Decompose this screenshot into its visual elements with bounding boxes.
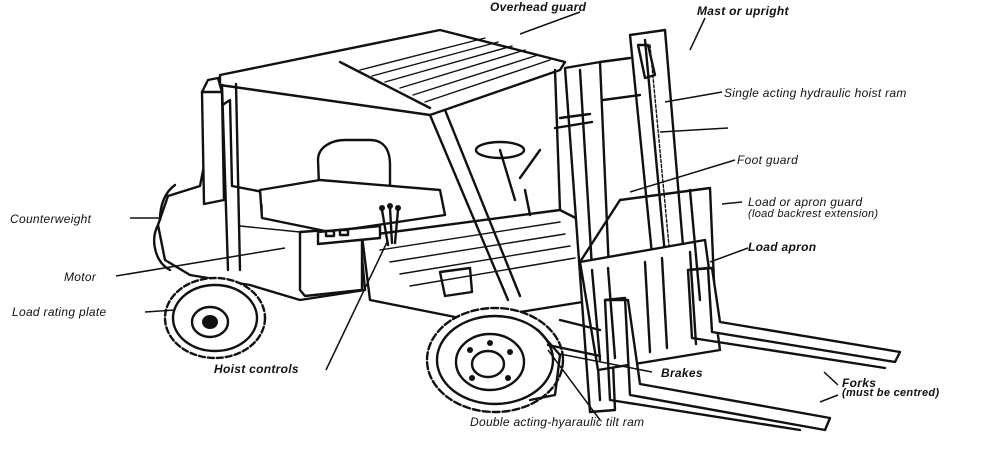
load-apron (578, 186, 722, 372)
front-wheel (425, 306, 565, 414)
label-load-apron: Load apron (748, 240, 817, 254)
label-apron-guard-note: (load backrest extension) (748, 208, 879, 220)
label-rating-plate: Load rating plate (12, 305, 107, 319)
overhead-guard (218, 28, 567, 302)
label-brakes: Brakes (661, 366, 703, 380)
seat (258, 138, 447, 234)
label-motor: Motor (64, 270, 97, 284)
tilt-ram (546, 318, 602, 358)
label-tilt-ram: Double acting-hyaraulic tilt ram (470, 415, 645, 429)
steering (474, 140, 542, 217)
label-counterweight: Counterweight (10, 212, 92, 226)
hoist-control-levers (379, 203, 401, 247)
label-forks-note: (must be centred) (842, 387, 940, 399)
label-foot-guard: Foot guard (737, 153, 799, 167)
forks (603, 266, 902, 432)
label-forks: Forks (842, 376, 877, 390)
label-mast: Mast or upright (697, 4, 789, 18)
chassis (316, 208, 597, 322)
label-overhead-guard: Overhead guard (490, 0, 587, 14)
leader-lines (115, 11, 839, 421)
label-hoist-controls: Hoist controls (214, 362, 299, 376)
rear-wheel (163, 276, 267, 360)
label-hoist-ram: Single acting hydraulic hoist ram (724, 86, 907, 100)
label-apron-guard: Load or apron guard (748, 195, 863, 209)
